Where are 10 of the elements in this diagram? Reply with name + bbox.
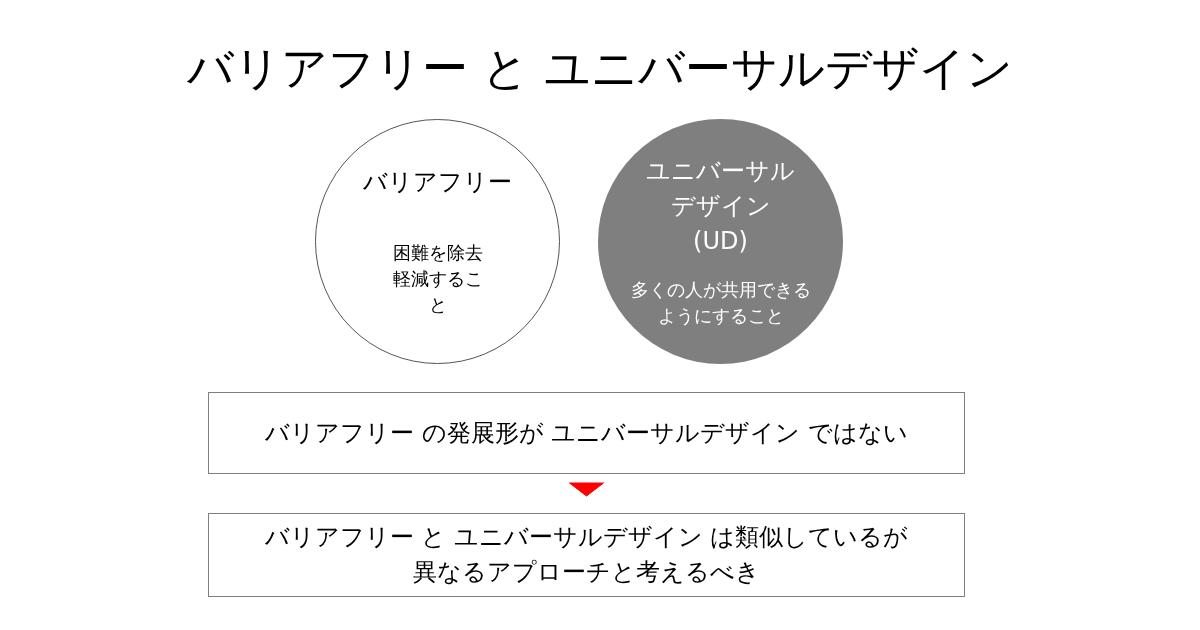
conclusion-box: [208, 513, 965, 597]
description: 困難を除去軽減すること: [391, 240, 484, 317]
heading: バリアフリー と ユニバーサルデザイン は類似しているが異なるアプローチと考えるべき: [263, 522, 910, 588]
heading: バリアフリー: [362, 166, 513, 198]
heading: ユニバーサルデザイン(UD): [645, 156, 796, 257]
statement-box: [208, 392, 965, 474]
title: バリアフリー と ユニバーサルデザイン: [185, 40, 1015, 97]
description: 多くの人が共用できるようにすること: [629, 277, 812, 328]
arrow: [569, 482, 604, 497]
heading: バリアフリー の発展形が ユニバーサルデザイン ではない: [264, 417, 909, 449]
